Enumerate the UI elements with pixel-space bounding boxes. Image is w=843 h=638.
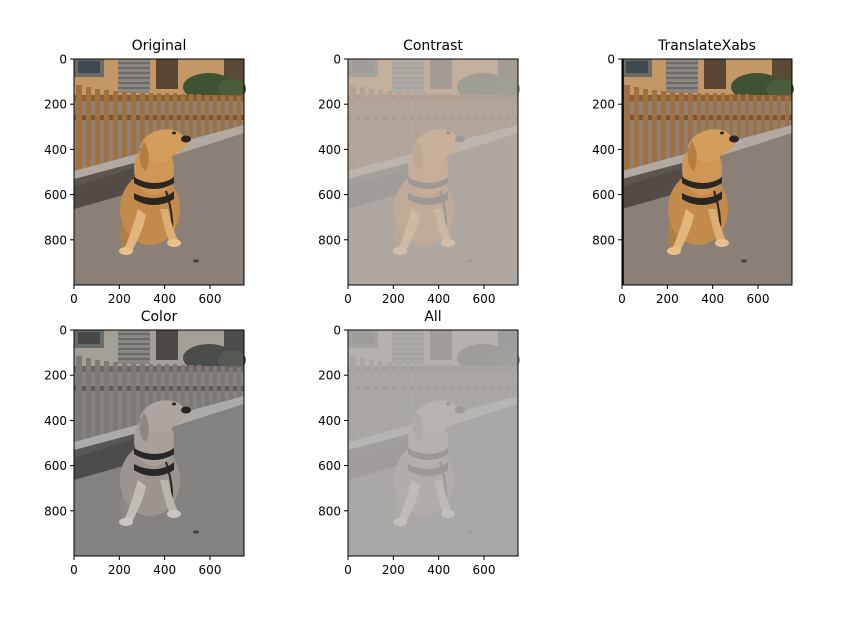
image-2 [347, 58, 521, 286]
y-tick-label: 400 [592, 143, 615, 157]
y-tick-label: 800 [44, 233, 67, 247]
y-tick-label: 0 [59, 324, 67, 338]
x-tick-label: 200 [656, 292, 679, 306]
x-tick-label: 600 [473, 563, 496, 577]
y-tick-label: 200 [592, 98, 615, 112]
x-tick-label: 600 [747, 292, 770, 306]
subplot-3: TranslateXabs 0 200 400 600 0 200 400 600 800 [592, 38, 795, 306]
y-tick-label: 0 [333, 53, 341, 67]
translate-edge [622, 59, 624, 285]
y-tick-label: 0 [607, 53, 615, 67]
x-tick-label: 200 [108, 292, 131, 306]
x-tick-label: 600 [199, 563, 222, 577]
x-tick-label: 400 [701, 292, 724, 306]
x-tick-label: 400 [153, 292, 176, 306]
x-tick-label: 0 [618, 292, 626, 306]
y-tick-label: 800 [318, 233, 341, 247]
x-tick-label: 600 [199, 292, 222, 306]
subplot-title: Original [132, 38, 187, 54]
image-5 [347, 329, 521, 557]
subplot-5: All 0 200 400 600 0 200 400 600 800 [318, 309, 521, 577]
x-tick-label: 0 [70, 292, 78, 306]
y-tick-label: 400 [318, 414, 341, 428]
axes-frame [73, 58, 245, 286]
x-tick-label: 600 [473, 292, 496, 306]
image-4 [73, 329, 247, 557]
y-tick-label: 600 [44, 188, 67, 202]
y-tick-label: 600 [318, 459, 341, 473]
image-1 [73, 58, 247, 286]
x-tick-label: 200 [382, 563, 405, 577]
y-tick-label: 800 [318, 504, 341, 518]
x-tick-label: 400 [427, 563, 450, 577]
axes-frame [621, 58, 793, 286]
y-tick-label: 400 [44, 143, 67, 157]
y-tick-label: 0 [59, 53, 67, 67]
x-tick-label: 200 [108, 563, 131, 577]
x-tick-label: 0 [344, 563, 352, 577]
subplot-title: TranslateXabs [657, 38, 756, 54]
y-tick-label: 200 [318, 369, 341, 383]
y-tick-label: 400 [318, 143, 341, 157]
subplot-title: Color [141, 309, 178, 325]
x-tick-label: 0 [344, 292, 352, 306]
y-tick-label: 800 [592, 233, 615, 247]
subplot-2: Contrast 0 200 400 600 0 200 400 600 800 [318, 38, 521, 306]
subplot-1: Original 0 200 400 600 0 200 400 600 800 [44, 38, 247, 306]
y-tick-label: 200 [44, 98, 67, 112]
subplot-title: All [424, 309, 441, 325]
subplot-title: Contrast [403, 38, 463, 54]
image-3 [621, 58, 795, 286]
axes-frame [347, 329, 519, 557]
subplot-4: Color 0 200 400 600 0 200 400 600 800 [44, 309, 247, 577]
x-tick-label: 400 [427, 292, 450, 306]
y-tick-label: 200 [318, 98, 341, 112]
y-tick-label: 400 [44, 414, 67, 428]
x-tick-label: 0 [70, 563, 78, 577]
y-tick-label: 0 [333, 324, 341, 338]
x-tick-label: 200 [382, 292, 405, 306]
axes-frame [73, 329, 245, 557]
axes-frame [347, 58, 519, 286]
y-tick-label: 800 [44, 504, 67, 518]
x-tick-label: 400 [153, 563, 176, 577]
y-tick-label: 200 [44, 369, 67, 383]
y-tick-label: 600 [318, 188, 341, 202]
y-tick-label: 600 [44, 459, 67, 473]
y-tick-label: 600 [592, 188, 615, 202]
